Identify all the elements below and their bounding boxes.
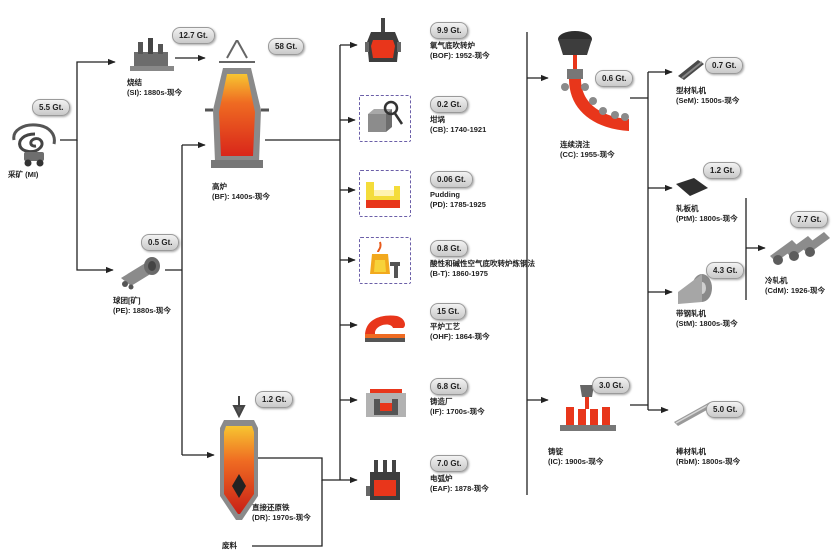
cold-mill-amount-badge: 7.7 Gt.	[790, 211, 829, 228]
puddling-obsolete-frame	[359, 170, 411, 217]
mining-icon	[12, 123, 56, 167]
blast-furnace-icon	[205, 40, 269, 168]
crucible-label: 坩埚(CB): 1740-1921	[430, 115, 487, 134]
sinter-icon	[130, 38, 174, 71]
crucible-icon	[368, 100, 404, 132]
pellet-icon	[121, 257, 160, 290]
eaf-label: 电弧炉(EAF): 1878-现今	[430, 474, 489, 493]
section-mill-amount-badge: 0.7 Gt.	[705, 57, 744, 74]
ingot-casting-amount-badge: 3.0 Gt.	[592, 377, 631, 394]
bessemer-obsolete-frame	[359, 237, 411, 284]
continuous-casting-amount-badge: 0.6 Gt.	[595, 70, 634, 87]
direct-reduction-amount-badge: 1.2 Gt.	[255, 391, 294, 408]
bessemer-label: 酸性和碱性空气底吹转炉炼钢法(B-T): 1860-1975	[430, 259, 535, 278]
direct-reduction-icon	[220, 396, 258, 520]
strip-mill-icon	[678, 274, 712, 304]
bessemer-icon	[370, 241, 400, 278]
blast-furnace-amount-badge: 58 Gt.	[268, 38, 305, 55]
puddling-amount-badge: 0.06 Gt.	[430, 171, 473, 188]
bof-icon	[365, 18, 401, 62]
sinter-amount-badge: 12.7 Gt.	[172, 27, 215, 44]
bof-amount-badge: 9.9 Gt.	[430, 22, 469, 39]
rod-bar-mill-label: 棒材轧机(RbM): 1800s-现今	[676, 447, 741, 466]
pellet-amount-badge: 0.5 Gt.	[141, 234, 180, 251]
open-hearth-amount-badge: 15 Gt.	[430, 303, 467, 320]
foundry-amount-badge: 6.8 Gt.	[430, 378, 469, 395]
plate-mill-label: 轧板机(PtM): 1800s-现今	[676, 204, 738, 223]
eaf-amount-badge: 7.0 Gt.	[430, 455, 469, 472]
ingot-casting-icon	[560, 385, 616, 431]
continuous-casting-icon	[558, 31, 629, 131]
ingot-casting-label: 铸锭(IC): 1900s-现今	[548, 447, 604, 466]
continuous-casting-label: 连续浇注(CC): 1955-现今	[560, 140, 615, 159]
eaf-icon	[366, 460, 400, 500]
crucible-amount-badge: 0.2 Gt.	[430, 96, 469, 113]
direct-reduction-label: 直接还原铁(DR): 1970s-现今	[252, 503, 311, 522]
mining-label: 采矿 (MI)	[8, 170, 39, 179]
puddling-icon	[366, 182, 400, 208]
plate-mill-icon	[676, 178, 708, 196]
section-mill-label: 型材轧机(SeM): 1500s-现今	[676, 86, 740, 105]
plate-mill-amount-badge: 1.2 Gt.	[703, 162, 742, 179]
foundry-label: 铸造厂(IF): 1700s-现今	[430, 397, 485, 416]
strip-mill-amount-badge: 4.3 Gt.	[706, 262, 745, 279]
mining-amount-badge: 5.5 Gt.	[32, 99, 71, 116]
cold-mill-label: 冷轧机(CdM): 1926-现今	[765, 276, 826, 295]
blast-furnace-label: 高炉(BF): 1400s-现今	[212, 182, 270, 201]
open-hearth-label: 平炉工艺(OHF): 1864-现今	[430, 322, 490, 341]
open-hearth-icon	[365, 315, 405, 342]
strip-mill-label: 带钢轧机(StM): 1800s-现今	[676, 309, 738, 328]
foundry-icon	[366, 389, 406, 417]
sinter-label: 烧结(SI): 1880s-现今	[127, 78, 183, 97]
cold-mill-icon	[770, 232, 830, 265]
pellet-label: 球团[矿](PE): 1880s-现今	[113, 296, 171, 315]
section-mill-icon	[678, 60, 704, 80]
bof-label: 氧气底吹转炉(BOF): 1952-现今	[430, 41, 490, 60]
rod-bar-mill-amount-badge: 5.0 Gt.	[706, 401, 745, 418]
crucible-obsolete-frame	[359, 95, 411, 142]
bessemer-amount-badge: 0.8 Gt.	[430, 240, 469, 257]
scrap-label: 废料	[222, 541, 237, 550]
puddling-label: Pudding(PD): 1785-1925	[430, 190, 486, 209]
